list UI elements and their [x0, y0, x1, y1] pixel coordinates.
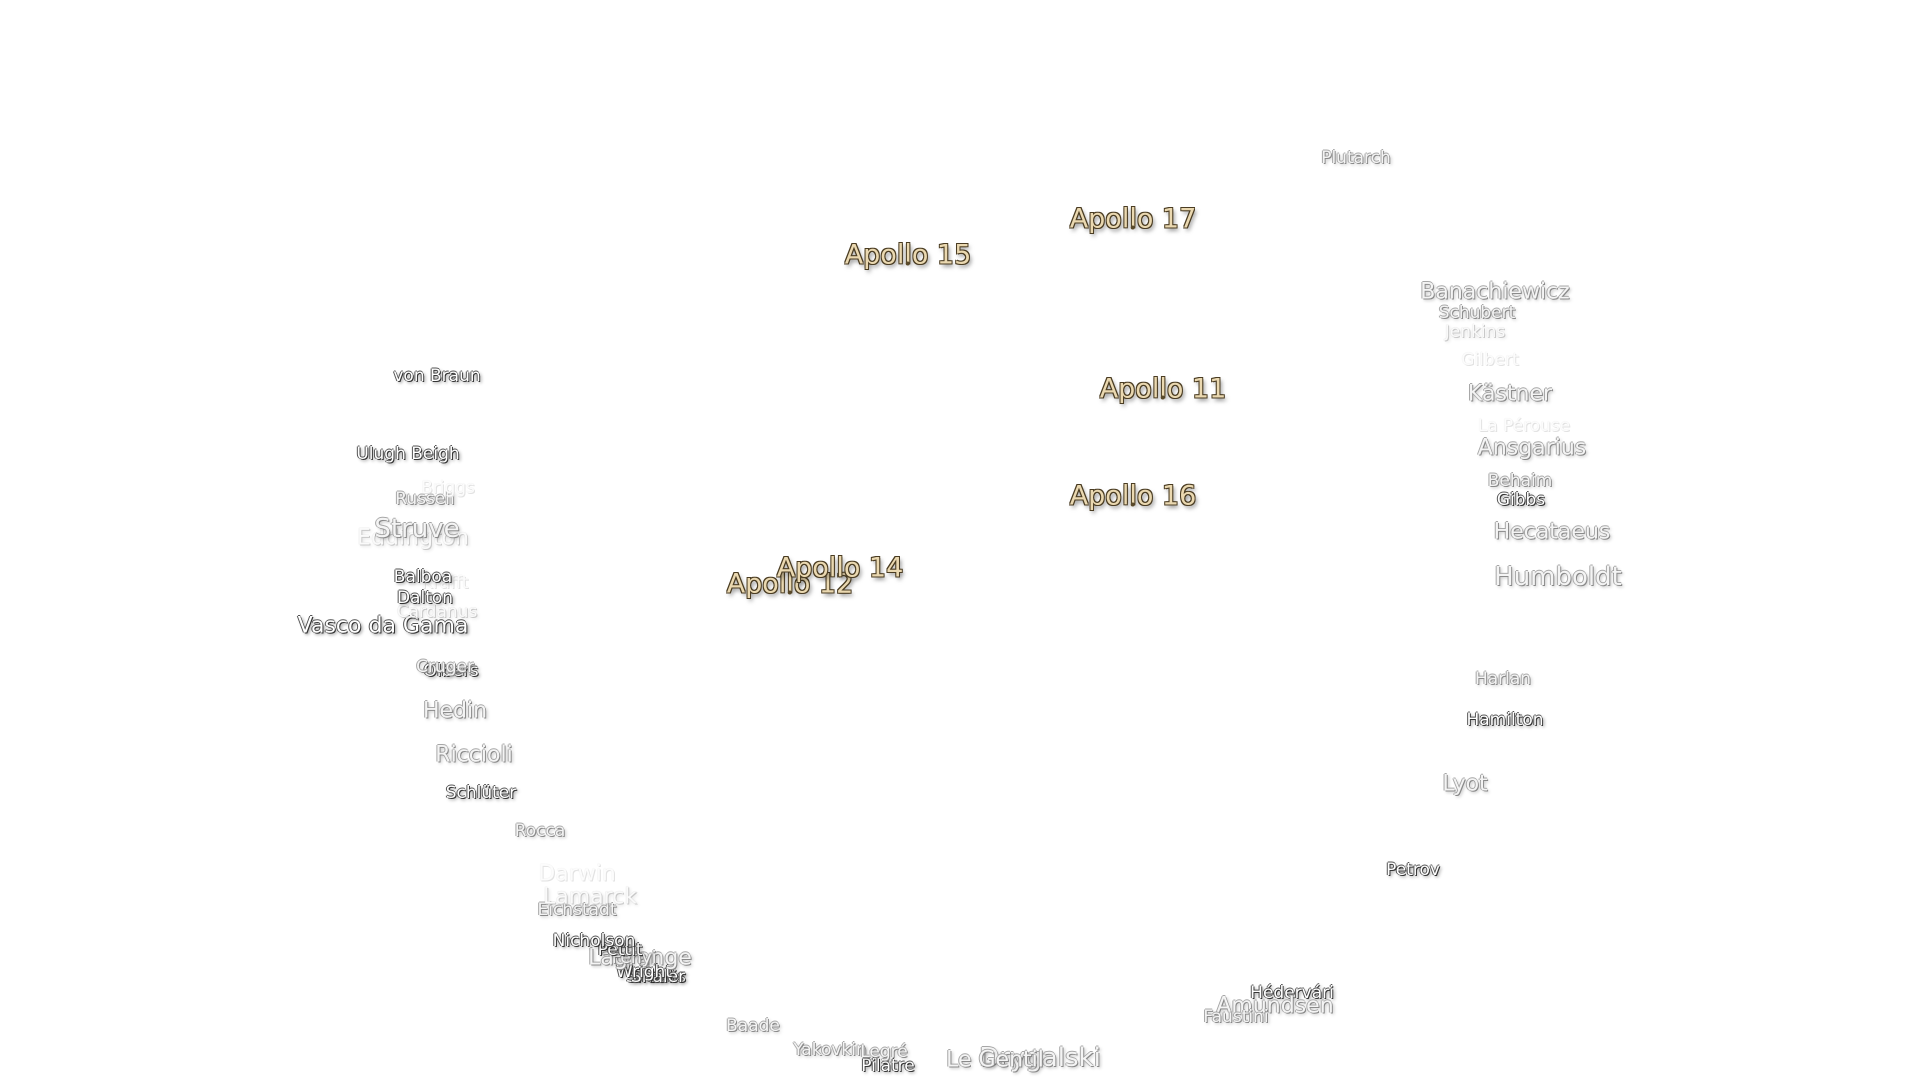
- crater-label[interactable]: Olbers: [423, 661, 479, 681]
- crater-label[interactable]: Dalton: [396, 588, 454, 608]
- crater-label[interactable]: Humboldt: [1494, 562, 1622, 592]
- crater-label[interactable]: Hedin: [422, 698, 488, 724]
- apollo-17-label[interactable]: Apollo 17: [1069, 203, 1197, 235]
- crater-label[interactable]: Schubert: [1438, 303, 1516, 323]
- apollo-12-label[interactable]: Apollo 12: [726, 568, 854, 600]
- crater-label[interactable]: Behaim: [1487, 471, 1553, 491]
- crater-label[interactable]: Baade: [726, 1016, 780, 1036]
- crater-label[interactable]: Amundsen: [1216, 993, 1334, 1019]
- apollo-12-marker[interactable]: [788, 590, 792, 595]
- crater-label[interactable]: Krafft: [421, 573, 469, 593]
- crater-label[interactable]: Kästner: [1467, 381, 1553, 407]
- apollo-16-label[interactable]: Apollo 16: [1069, 480, 1197, 512]
- crater-label[interactable]: Petrov: [1386, 860, 1440, 880]
- crater-label[interactable]: Harlan: [1474, 669, 1532, 689]
- crater-label[interactable]: von Braun: [393, 366, 481, 386]
- crater-label[interactable]: Legré: [860, 1042, 908, 1062]
- crater-label[interactable]: Eddington: [357, 525, 469, 551]
- crater-label[interactable]: Ansgarius: [1477, 435, 1587, 461]
- crater-label[interactable]: Balboa: [393, 567, 453, 587]
- apollo-11-label[interactable]: Apollo 11: [1099, 373, 1227, 405]
- crater-label[interactable]: Lyot: [1442, 771, 1488, 797]
- crater-label[interactable]: Cardanus: [396, 602, 478, 622]
- crater-label[interactable]: Schlüter: [445, 783, 517, 803]
- crater-label[interactable]: Plutarch: [1321, 148, 1391, 168]
- crater-label[interactable]: Rocca: [514, 821, 566, 841]
- apollo-17-marker[interactable]: [1131, 225, 1135, 230]
- apollo-15-marker[interactable]: [906, 261, 910, 266]
- crater-label[interactable]: Riccioli: [435, 742, 513, 768]
- crater-label[interactable]: Russell: [395, 489, 455, 509]
- crater-label[interactable]: Cruger: [416, 657, 474, 677]
- crater-label[interactable]: Pilâtre: [861, 1056, 915, 1076]
- crater-label[interactable]: Gilbert: [1461, 350, 1519, 370]
- crater-label[interactable]: Gibbs: [1496, 490, 1546, 510]
- crater-label[interactable]: Sirsalis: [625, 967, 687, 987]
- crater-label[interactable]: Eichstadt: [537, 900, 617, 920]
- crater-label[interactable]: Yakovkin: [793, 1040, 867, 1060]
- crater-label[interactable]: La Pérouse: [1477, 416, 1571, 436]
- crater-label[interactable]: Lamarck: [542, 884, 638, 910]
- crater-label[interactable]: Wright: [616, 962, 672, 982]
- crater-label[interactable]: Fényi: [611, 948, 657, 968]
- crater-label[interactable]: Banachiewicz: [1420, 279, 1570, 305]
- apollo-15-label[interactable]: Apollo 15: [844, 239, 972, 271]
- crater-label[interactable]: Lagrange: [588, 945, 692, 971]
- crater-label[interactable]: Nicholson: [552, 931, 636, 951]
- crater-label[interactable]: Shaler: [630, 967, 686, 987]
- crater-label[interactable]: Faustini: [1203, 1007, 1269, 1027]
- apollo-16-marker[interactable]: [1131, 502, 1135, 507]
- apollo-14-label[interactable]: Apollo 14: [776, 552, 904, 584]
- crater-label[interactable]: Le Gentil: [946, 1047, 1044, 1073]
- crater-label[interactable]: Jenkins: [1444, 322, 1506, 342]
- crater-label[interactable]: Vasco da Gama: [297, 613, 469, 639]
- apollo-11-marker[interactable]: [1161, 395, 1165, 400]
- crater-label[interactable]: Briggs: [421, 478, 475, 498]
- crater-label[interactable]: Hamilton: [1466, 710, 1544, 730]
- crater-label[interactable]: Struve: [374, 514, 460, 544]
- crater-label[interactable]: Darwin: [538, 861, 616, 887]
- crater-label[interactable]: Pettit: [597, 940, 643, 960]
- crater-label[interactable]: Drygalski: [979, 1043, 1101, 1073]
- crater-label[interactable]: Ulugh Beigh: [356, 444, 460, 464]
- crater-label[interactable]: Hecataeus: [1493, 519, 1611, 545]
- crater-label[interactable]: Hédervári: [1250, 983, 1334, 1003]
